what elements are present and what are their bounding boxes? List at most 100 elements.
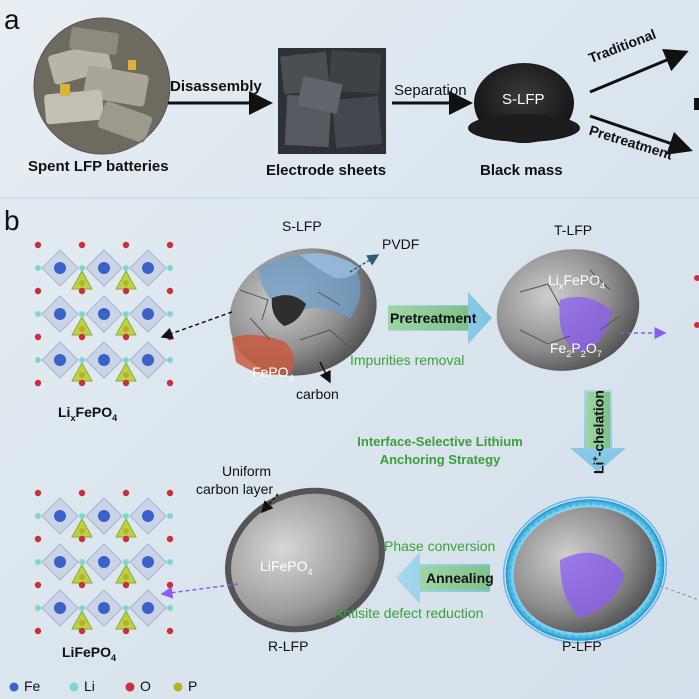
fe2p2o7-b: P: [571, 340, 581, 356]
li-atom: [167, 513, 173, 519]
o-atom: [166, 489, 174, 497]
p-atom: [79, 280, 85, 286]
t-lfp-li: Li: [548, 272, 559, 288]
crystal1-4: 4: [112, 412, 118, 423]
p-atom: [123, 574, 129, 580]
s-lfp-particle: [229, 248, 377, 376]
s-lfp-to-crystal-pointer: [160, 311, 233, 340]
o-atom: [166, 241, 174, 249]
li-atom: [79, 311, 85, 317]
uniform-carbon-pointer: [261, 493, 279, 514]
spent-batteries-label: Spent LFP batteries: [28, 158, 169, 175]
r-lfp-4: 4: [307, 566, 313, 577]
o-atom: [166, 535, 174, 543]
o-atom: [122, 379, 130, 387]
o-atom: [78, 627, 86, 635]
o-atom: [34, 535, 42, 543]
fe-atom: [54, 354, 66, 366]
t-lfp-lixfepo4-label: LixFePO4: [548, 272, 605, 291]
panel-a-letter: a: [4, 4, 20, 35]
carbon-pointer: [319, 361, 331, 384]
li-chelation-box: [586, 392, 610, 448]
li-atom: [79, 513, 85, 519]
panel-b-letter: b: [4, 205, 20, 236]
li-atom: [35, 265, 41, 271]
o-atom: [34, 627, 42, 635]
r-lfp-inner-label: LiFePO4: [260, 558, 313, 577]
li-chelation-li: Li: [590, 461, 607, 474]
fe-atom: [98, 262, 110, 274]
fe-atom: [142, 510, 154, 522]
legend-label-o: O: [140, 678, 151, 694]
pretreatment-box: [388, 306, 468, 330]
li-atom: [167, 265, 173, 271]
cutoff-glyph: [694, 98, 699, 110]
crystal1-fepo: FePO: [75, 404, 113, 420]
p-atom: [123, 620, 129, 626]
crystal-2-label: LiFePO4: [62, 644, 116, 663]
separation-label: Separation: [394, 82, 467, 99]
o-atom: [34, 379, 42, 387]
o-atom: [122, 581, 130, 589]
phase-conversion-label: Phase conversion: [384, 538, 496, 554]
p-atom: [123, 528, 129, 534]
li-atom: [35, 311, 41, 317]
li-atom: [79, 265, 85, 271]
t-lfp-fepo: FePO: [563, 272, 601, 288]
p-atom: [79, 620, 85, 626]
o-atom: [34, 489, 42, 497]
annealing-box: [420, 566, 490, 590]
p-atom: [79, 528, 85, 534]
antisite-label: Antisite defect reduction: [334, 605, 484, 621]
o-atom: [166, 287, 174, 295]
strategy-line-2: Anchoring Strategy: [379, 452, 501, 467]
fe-atom: [142, 354, 154, 366]
fe-atom: [98, 602, 110, 614]
legend-label-p: P: [188, 678, 198, 694]
p-lfp-title: P-LFP: [562, 638, 602, 654]
li-chelation-label: Li+-chelation: [590, 390, 607, 474]
fe-atom: [142, 262, 154, 274]
li-chelation-plus: +: [590, 456, 600, 462]
fe2p2o7-c: O: [585, 340, 597, 356]
pvdf-pointer: [349, 254, 380, 273]
p-lfp-pointer: [659, 585, 699, 601]
o-atom: [78, 489, 86, 497]
p-atom: [123, 280, 129, 286]
li-atom: [79, 605, 85, 611]
fe-atom: [54, 510, 66, 522]
o-atom: [78, 333, 86, 341]
edge-dot-2: [694, 322, 699, 328]
li-atom: [35, 605, 41, 611]
annealing-label: Annealing: [426, 570, 494, 586]
li-atom: [123, 311, 129, 317]
fe2p2o7-s1: 2: [566, 348, 572, 359]
lixfepo4-crystal-structure: [34, 241, 174, 387]
li-atom: [123, 357, 129, 363]
o-atom: [78, 241, 86, 249]
fe2p2o7-a: Fe: [550, 340, 567, 356]
t-lfp-x: x: [558, 280, 564, 291]
electrode-sheets-label: Electrode sheets: [266, 162, 387, 179]
o-atom: [122, 333, 130, 341]
legend-dot-li: [69, 682, 79, 692]
r-lfp-lifepo: LiFePO: [260, 558, 308, 574]
o-atom: [166, 379, 174, 387]
o-atom: [34, 241, 42, 249]
legend-label-li: Li: [84, 678, 95, 694]
black-mass-pile: [468, 63, 580, 143]
o-atom: [34, 581, 42, 589]
fe-atom: [142, 556, 154, 568]
fe-atom: [54, 556, 66, 568]
li-atom: [35, 559, 41, 565]
fe-atom: [98, 510, 110, 522]
t-lfp-4: 4: [600, 280, 606, 291]
fe2p2o7-label: Fe2P2O7: [550, 340, 602, 359]
lifepo4-crystal-structure: [34, 489, 174, 635]
o-atom: [78, 379, 86, 387]
p-atom: [123, 372, 129, 378]
fe-atom: [98, 354, 110, 366]
li-atom: [167, 605, 173, 611]
li-atom: [79, 357, 85, 363]
disassembly-label: Disassembly: [170, 78, 262, 95]
